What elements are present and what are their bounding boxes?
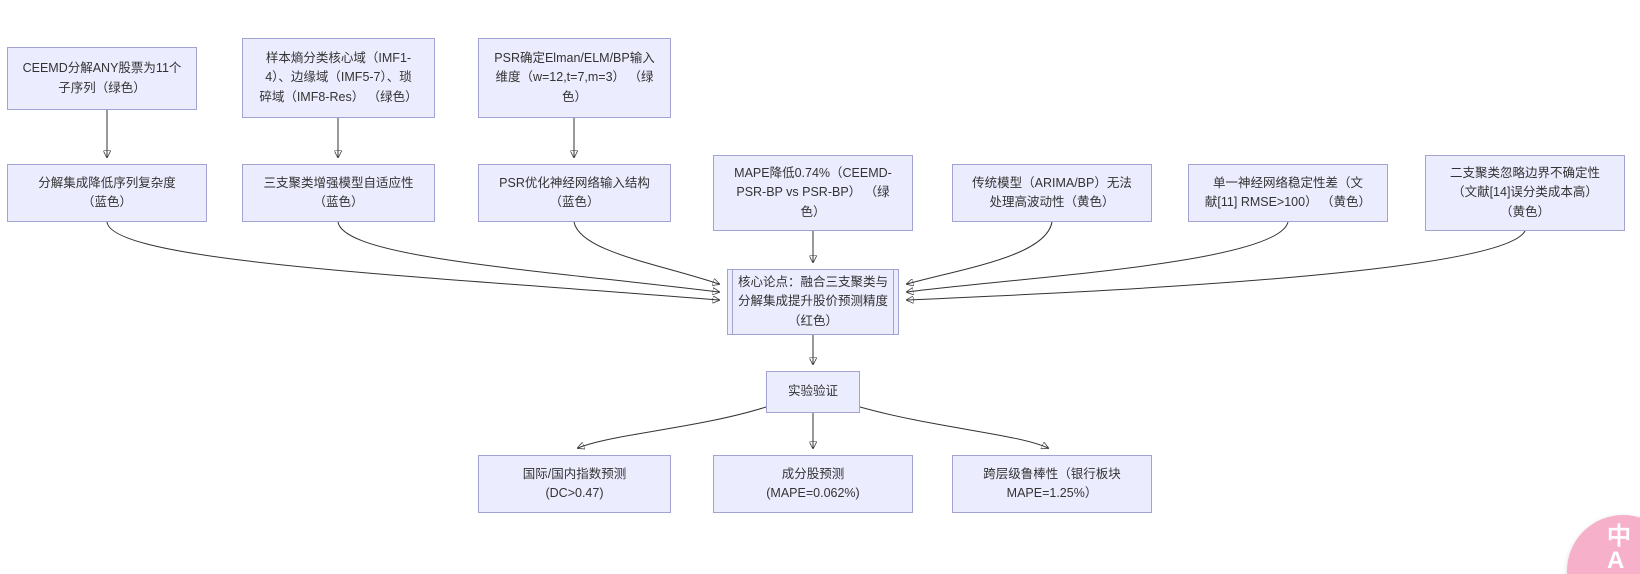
node-ceemd: CEEMD分解ANY股票为11个 子序列（绿色） — [7, 47, 197, 110]
edge-three-way-to-core — [337, 221, 719, 292]
node-robustness: 跨层级鲁棒性（银行板块 MAPE=1.25%） — [952, 455, 1152, 513]
edge-experiment-to-robustness — [859, 406, 1048, 448]
node-single-nn: 单一神经网络稳定性差（文 献[11] RMSE>100） （黄色） — [1188, 164, 1388, 222]
translate-icon: 中A — [1607, 523, 1631, 574]
node-mape: MAPE降低0.74%（CEEMD- PSR-BP vs PSR-BP） （绿 … — [713, 155, 913, 231]
node-core-thesis: 核心论点：融合三支聚类与 分解集成提升股价预测精度 （红色） — [727, 269, 899, 335]
edge-experiment-to-index-pred — [578, 406, 767, 448]
node-component-prediction: 成分股预测 (MAPE=0.062%) — [713, 455, 913, 513]
translate-badge-button[interactable]: 中A — [1567, 515, 1640, 574]
edge-psr-optimize-to-core — [573, 221, 719, 284]
node-index-prediction: 国际/国内指数预测 (DC>0.47) — [478, 455, 671, 513]
node-decompose: 分解集成降低序列复杂度 （蓝色） — [7, 164, 207, 222]
node-psr-optimize: PSR优化神经网络输入结构 （蓝色） — [478, 164, 671, 222]
edge-traditional-to-core — [907, 221, 1053, 284]
node-two-way: 二支聚类忽略边界不确定性 （文献[14]误分类成本高） （黄色） — [1425, 155, 1625, 231]
node-sample-entropy: 样本熵分类核心域（IMF1- 4）、边缘域（IMF5-7）、琐 碎域（IMF8-… — [242, 38, 435, 118]
edge-two-way-to-core — [907, 230, 1526, 300]
node-experiment: 实验验证 — [766, 371, 860, 413]
node-three-way: 三支聚类增强模型自适应性 （蓝色） — [242, 164, 435, 222]
edge-single-nn-to-core — [907, 221, 1289, 292]
node-traditional: 传统模型（ARIMA/BP）无法 处理高波动性（黄色） — [952, 164, 1152, 222]
node-psr-input: PSR确定Elman/ELM/BP输入 维度（w=12,t=7,m=3） （绿 … — [478, 38, 671, 118]
edge-decompose-to-core — [106, 221, 719, 300]
